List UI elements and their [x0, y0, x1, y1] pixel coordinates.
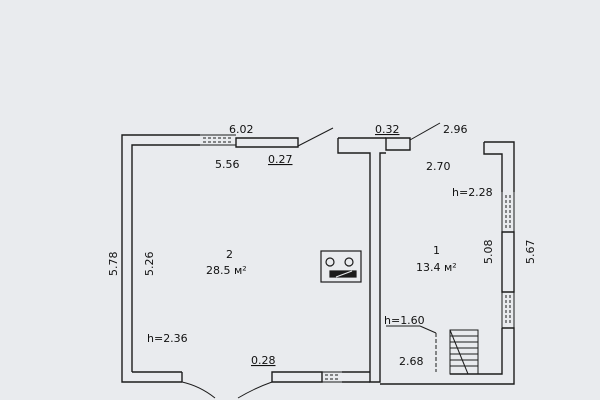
dim-top-outer-left: 6.02	[229, 123, 254, 136]
door-swing	[297, 127, 334, 147]
window-symbol	[322, 371, 342, 383]
window-symbol	[501, 192, 515, 328]
stairs-hatch-arrow	[419, 325, 437, 334]
dim-top-inner-left: 5.56	[215, 158, 240, 171]
dim-top-outer-right: 2.96	[443, 123, 468, 136]
staircase-icon	[449, 329, 479, 375]
window-symbol	[200, 134, 236, 146]
top-wall-room-2	[235, 137, 299, 148]
room-2-walls	[121, 134, 200, 383]
room-2-area: 28.5 м²	[206, 264, 247, 277]
dim-top-inner-right: 2.70	[426, 160, 451, 173]
stove-icon	[320, 250, 362, 283]
room-1-area: 13.4 м²	[416, 261, 457, 274]
height-room-1: h=2.28	[452, 186, 493, 199]
height-stairs: h=1.60	[384, 314, 425, 327]
room-2-number: 2	[226, 248, 233, 261]
door-swing-bottom-left	[181, 381, 216, 399]
dim-top-stub: 0.27	[268, 153, 293, 166]
door-swing-right	[409, 122, 441, 141]
dim-bottom-right: 2.68	[399, 355, 424, 368]
dim-top-mid: 0.32	[375, 123, 400, 136]
dim-bottom-stub: 0.28	[251, 354, 276, 367]
dim-left-inner: 5.26	[143, 252, 156, 277]
dim-left-outer: 5.78	[107, 252, 120, 277]
dim-right-inner: 5.08	[482, 240, 495, 265]
room-1-number: 1	[433, 244, 440, 257]
height-room-2: h=2.36	[147, 332, 188, 345]
door-swing-bottom-right	[237, 381, 273, 399]
dim-right-outer: 5.67	[524, 240, 537, 265]
